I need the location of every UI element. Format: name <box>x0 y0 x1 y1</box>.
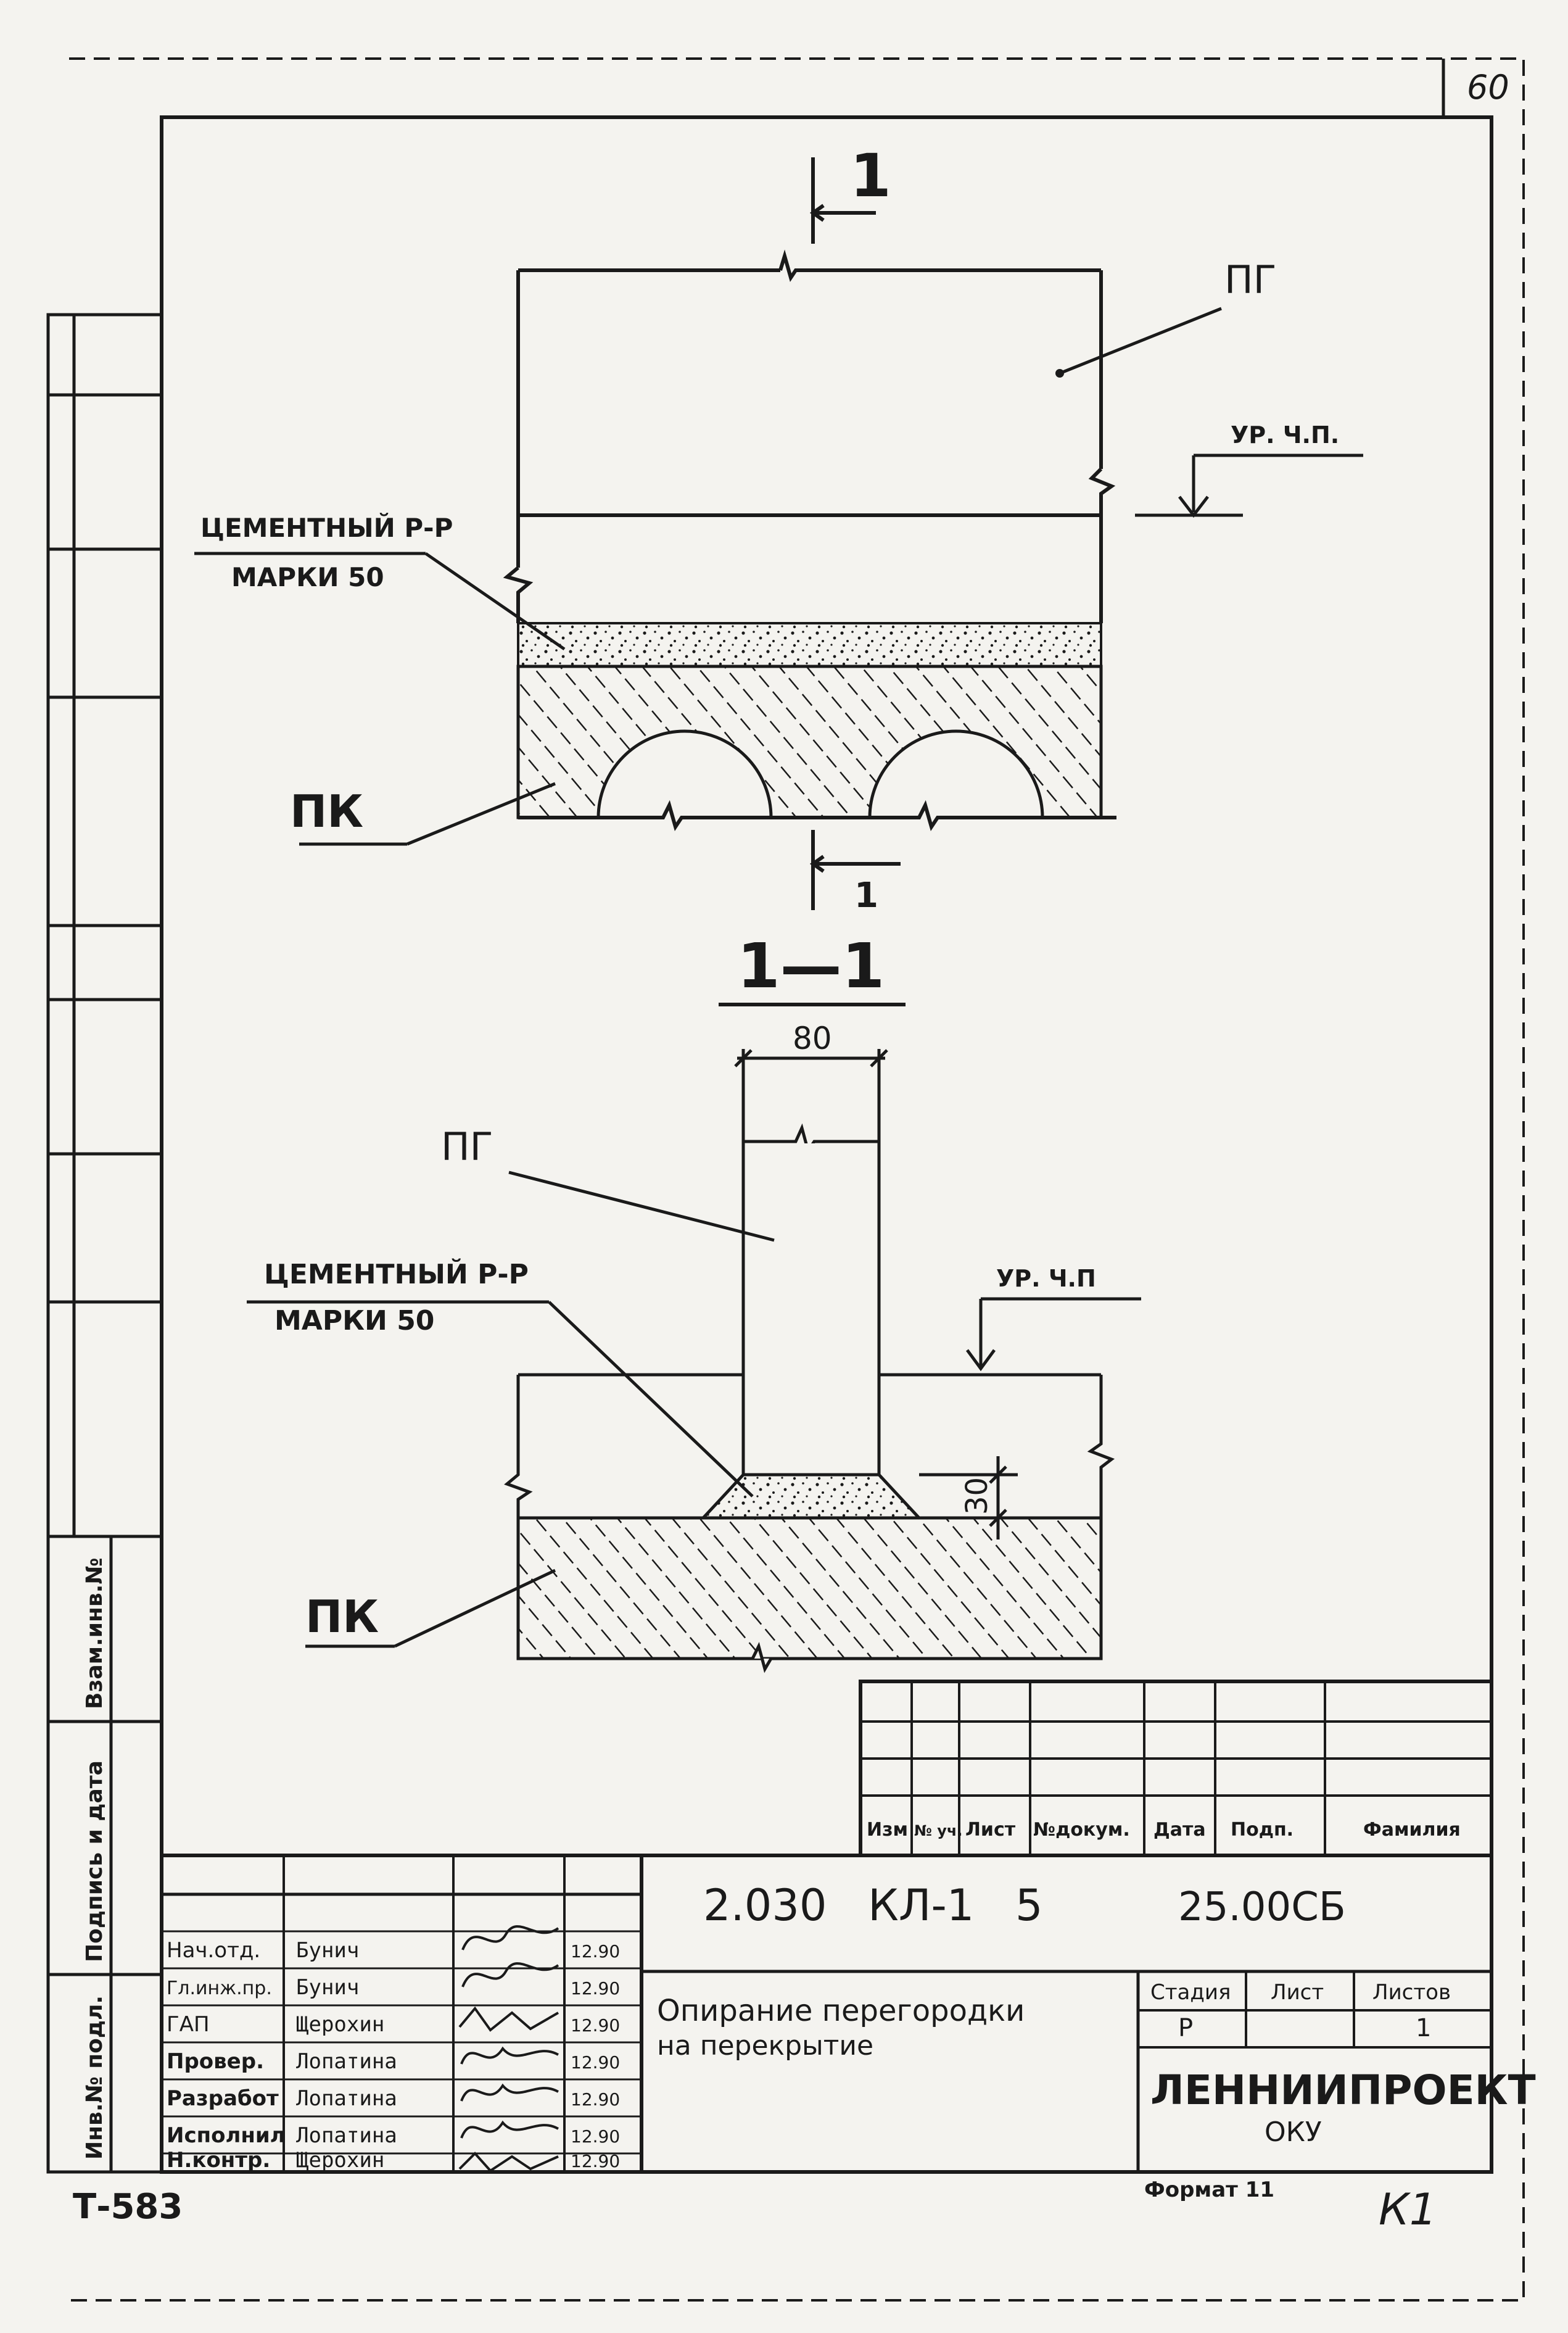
wall-leader-top <box>1059 307 1222 375</box>
slab-bottom-breaks <box>518 800 1116 832</box>
doc-suffix: 25.00СБ <box>1178 1884 1346 1930</box>
sig-role-0: Нач.отд. <box>167 1938 260 1963</box>
stage-header: Стадия <box>1150 1980 1231 2005</box>
rev-header-sign: Подп. <box>1231 1819 1294 1841</box>
sheet-number-box: 60 <box>1442 59 1509 117</box>
sig-date-4: 12.90 <box>571 2089 620 2110</box>
slab-label-top: ПК <box>290 785 363 837</box>
org-dept: ОКУ <box>1265 2116 1322 2148</box>
sig-name-6: Щерохин <box>296 2148 384 2173</box>
sig-date-2: 12.90 <box>571 2015 620 2036</box>
mortar-label-top-line1: ЦЕМЕНТНЫЙ Р-Р <box>200 512 453 543</box>
stage-value: Р <box>1178 2014 1193 2042</box>
title-line-1: Опирание перегородки <box>657 1994 1025 2028</box>
signature-rows: Нач.отд. Бунич 12.90 Гл.инж.пр. Бунич 12… <box>167 1938 620 2173</box>
sig-name-5: Лопатина <box>296 2123 397 2148</box>
sheets-header: Листов <box>1372 1980 1451 2005</box>
sheet-number: 60 <box>1467 68 1509 107</box>
mortar-label-section-line2: МАРКИ 50 <box>274 1305 434 1336</box>
org-name: ЛЕННИИПРОЕКТ <box>1150 2066 1536 2114</box>
side-stamp-replaces: Взам.инв.№ <box>82 1557 107 1709</box>
wall-leader-section <box>508 1171 775 1242</box>
height-dimension <box>919 1456 1018 1539</box>
page-code: Т-583 <box>73 2187 183 2227</box>
width-dimension-value: 80 <box>793 1021 832 1056</box>
sig-date-6: 12.90 <box>571 2151 620 2171</box>
side-stamp-inv-no: Инв.№ подл. <box>82 1995 107 2160</box>
slab-label-section: ПК <box>305 1591 379 1643</box>
sig-name-3: Лопатина <box>296 2049 397 2074</box>
title-line-2: на перекрытие <box>657 2030 873 2062</box>
rev-header-list: Лист <box>965 1819 1016 1841</box>
partition-wall-elevation <box>503 249 1116 623</box>
wall-label-section: ПГ <box>441 1124 493 1169</box>
mortar-label-section-line1: ЦЕМЕНТНЫЙ Р-Р <box>264 1258 529 1290</box>
sig-role-2: ГАП <box>167 2012 210 2037</box>
sig-date-5: 12.90 <box>571 2126 620 2147</box>
title-block-frame <box>160 1854 1492 2174</box>
partition-break-line <box>743 1123 879 1154</box>
slab-section <box>516 1516 1103 1660</box>
floor-level-marker-top <box>1135 454 1363 518</box>
sig-name-1: Бунич <box>296 1975 359 2000</box>
floor-level-marker-section <box>965 1297 1141 1372</box>
revision-table-headers: Изм № уч. Лист №докум. Дата Подп. Фамили… <box>867 1819 1461 1841</box>
rev-header-date: Дата <box>1153 1819 1206 1841</box>
section-cut-mark-bottom <box>809 830 901 910</box>
sig-name-4: Лопатина <box>296 2086 397 2111</box>
height-dimension-value: 30 <box>960 1477 994 1515</box>
drawing-section: 1—1 80 ПГ <box>247 930 1141 1673</box>
side-stamp-sign-date: Подпись и дата <box>82 1760 107 1962</box>
section-cut-mark-top <box>809 157 876 244</box>
hollow-core-slab-top <box>516 665 1103 819</box>
sig-role-3: Провер. <box>167 2049 264 2074</box>
sig-name-0: Бунич <box>296 1938 359 1963</box>
floor-level-label-section: УР. Ч.П <box>996 1265 1096 1292</box>
floor-outline-section <box>504 1373 1115 1524</box>
sig-date-3: 12.90 <box>571 2052 620 2073</box>
sig-role-4: Разработ <box>167 2086 279 2111</box>
sheets-total-value: 1 <box>1416 2014 1431 2042</box>
handwritten-signatures <box>458 1925 559 2173</box>
rev-header-izm: Изм <box>867 1819 908 1841</box>
wall-label-top: ПГ <box>1224 257 1276 302</box>
sig-role-6: Н.контр. <box>167 2148 270 2173</box>
format-label: Формат 11 <box>1144 2178 1274 2202</box>
floor-level-label-top: УР. Ч.П. <box>1231 421 1339 449</box>
mortar-label-top-line2: МАРКИ 50 <box>231 562 384 592</box>
section-mark-top-number: 1 <box>850 141 891 210</box>
doc-code: 2.030 КЛ-1 5 <box>703 1880 1043 1931</box>
mortar-layer-top <box>517 622 1102 668</box>
revision-table <box>859 1680 1493 1857</box>
sig-date-0: 12.90 <box>571 1941 620 1962</box>
sheet-header: Лист <box>1271 1980 1324 2005</box>
side-stamp <box>46 313 163 2174</box>
corner-mark: К1 <box>1379 2184 1437 2235</box>
sig-role-1: Гл.инж.пр. <box>167 1978 272 1999</box>
drawing-top: 1 ПГ УР. Ч.П. ЦЕМЕНТНЫЙ Р <box>194 141 1363 916</box>
rev-header-doc: №докум. <box>1033 1819 1130 1841</box>
section-mark-bottom-number: 1 <box>854 876 878 916</box>
rev-header-uch: № уч. <box>914 1822 962 1839</box>
sig-name-2: Щерохин <box>296 2012 384 2037</box>
sig-role-5: Исполнил <box>167 2123 286 2148</box>
sig-date-1: 12.90 <box>571 1978 620 1999</box>
section-title: 1—1 <box>737 930 885 1002</box>
rev-header-surname: Фамилия <box>1363 1819 1461 1841</box>
